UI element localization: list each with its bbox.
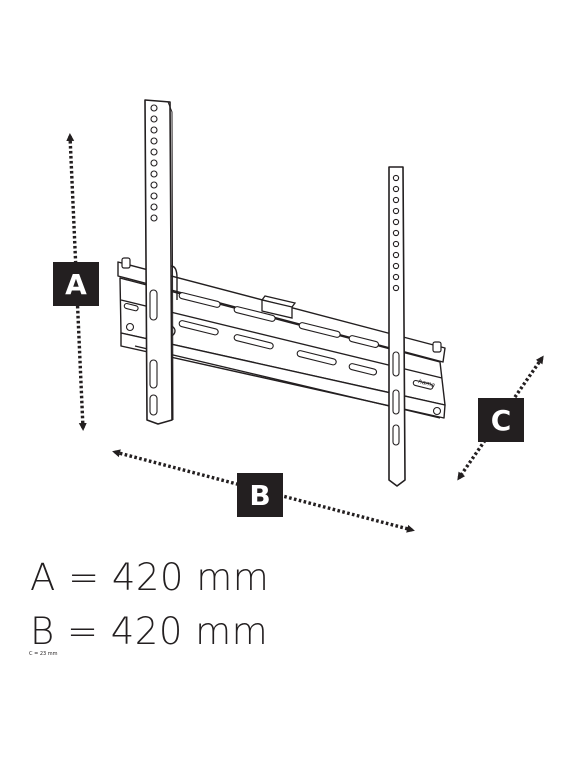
rail-slot [178, 320, 219, 336]
dimension-b-label: B [237, 473, 283, 517]
dimension-a-text: A = 420 mm [30, 556, 270, 599]
dimension-b-arrow [112, 449, 415, 533]
rail-hole [125, 322, 135, 332]
rail-hole [432, 406, 442, 416]
dimension-b-text: B = 420 mm [30, 610, 269, 653]
left-vertical-arm [144, 99, 174, 425]
brand-logo: hama [418, 378, 437, 389]
dimension-a-label: A [53, 262, 99, 306]
center-lock [261, 295, 297, 319]
right-arm-holes [392, 174, 400, 446]
dimension-c-note: C = 23 mm [29, 651, 58, 657]
rail-slot [348, 363, 378, 376]
left-arm-holes [149, 104, 158, 416]
rail-slot [296, 350, 337, 366]
rail-slot [412, 379, 434, 390]
rail-clips [121, 257, 442, 353]
rail-slot [233, 334, 274, 350]
rail-slots [123, 292, 442, 416]
rail-slot [123, 302, 139, 312]
rail-slot [348, 335, 380, 348]
dimension-c-label: C [478, 398, 524, 442]
right-vertical-arm [388, 166, 406, 487]
lower-rail [120, 332, 446, 419]
dimension-c-arrow [457, 355, 544, 481]
rail-slot [178, 292, 221, 308]
rail-slot [298, 322, 341, 338]
rail-slot [233, 306, 276, 322]
